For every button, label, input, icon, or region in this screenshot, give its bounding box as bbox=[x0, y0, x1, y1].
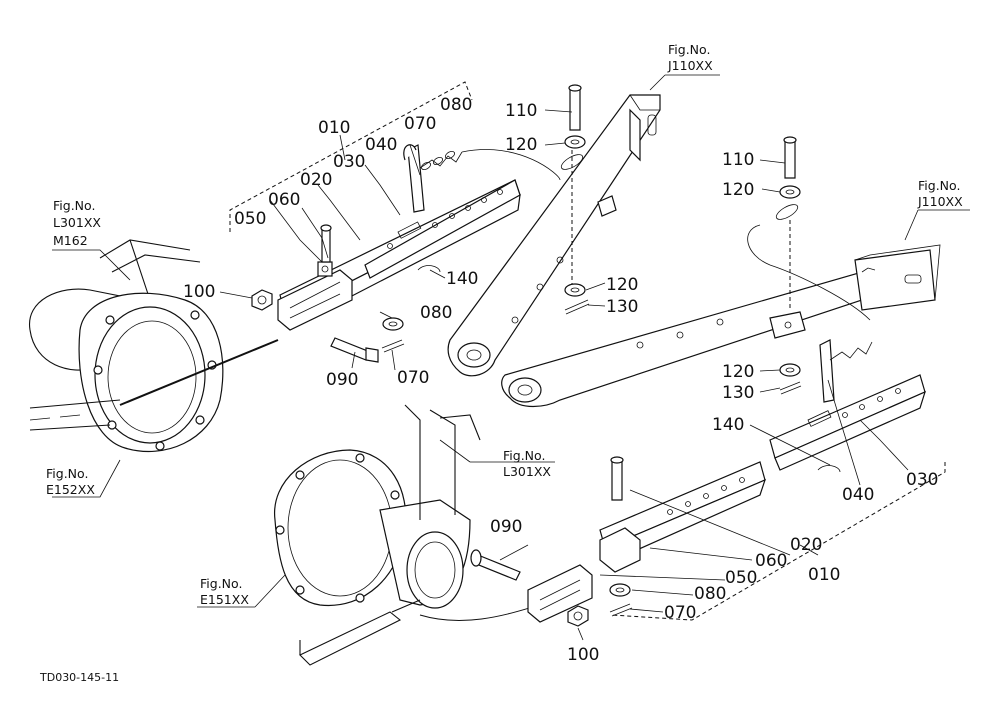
callout-010-lower: 010 bbox=[808, 565, 840, 585]
fig-ref-e152-line1: Fig.No. bbox=[46, 466, 88, 481]
callout-110-right: 110 bbox=[722, 150, 754, 170]
drawbar-assembly-lower bbox=[470, 456, 766, 627]
callout-020-lower: 020 bbox=[790, 535, 822, 555]
fig-ref-j110-top-line1: Fig.No. bbox=[668, 42, 710, 57]
left-axle-housing-upper bbox=[29, 239, 279, 452]
callout-130-center: 130 bbox=[606, 297, 638, 317]
callout-080-upper-b: 080 bbox=[420, 303, 452, 323]
callout-010-upper: 010 bbox=[318, 118, 350, 138]
fig-ref-l301-left-line1: Fig.No. bbox=[53, 198, 95, 213]
fig-ref-j110-right-line1: Fig.No. bbox=[918, 178, 960, 193]
callout-120-right-b: 120 bbox=[722, 362, 754, 382]
fig-ref-l301-left-line3: M162 bbox=[53, 233, 88, 248]
callout-120-right-a: 120 bbox=[722, 180, 754, 200]
fig-ref-l301-mid-line1: Fig.No. bbox=[503, 448, 545, 463]
callout-140-right: 140 bbox=[712, 415, 744, 435]
callout-060-upper: 060 bbox=[268, 190, 300, 210]
callout-120-center-a: 120 bbox=[505, 135, 537, 155]
lower-axle-housing bbox=[274, 404, 541, 666]
callout-070-lower: 070 bbox=[664, 603, 696, 623]
fig-ref-l301-left-line2: L301XX bbox=[53, 215, 101, 230]
fig-ref-l301-mid-line2: L301XX bbox=[503, 464, 551, 479]
lower-link-left bbox=[447, 94, 661, 377]
callout-030-right: 030 bbox=[906, 470, 938, 490]
callout-140-upper: 140 bbox=[446, 269, 478, 289]
callout-050-upper: 050 bbox=[234, 209, 266, 229]
callout-060-lower: 060 bbox=[755, 551, 787, 571]
callout-090-lower: 090 bbox=[490, 517, 522, 537]
fig-ref-j110-top-line2: J110XX bbox=[667, 58, 713, 73]
callout-090-upper: 090 bbox=[326, 370, 358, 390]
callout-040-upper: 040 bbox=[365, 135, 397, 155]
group-box-upper bbox=[229, 81, 473, 232]
callout-040-right: 040 bbox=[842, 485, 874, 505]
callout-070-upper-a: 070 bbox=[404, 114, 436, 134]
callout-050-lower: 050 bbox=[725, 568, 757, 588]
group-box-lower bbox=[611, 462, 946, 621]
fig-ref-e152-line2: E152XX bbox=[46, 482, 95, 497]
leader-lines bbox=[52, 74, 970, 641]
callout-080-lower: 080 bbox=[694, 584, 726, 604]
callout-120-center-b: 120 bbox=[606, 275, 638, 295]
fig-ref-e151-line1: Fig.No. bbox=[200, 576, 242, 591]
callout-100-lower: 100 bbox=[567, 645, 599, 665]
callout-030-upper: 030 bbox=[333, 152, 365, 172]
drawbar-assembly-right bbox=[769, 339, 926, 473]
callout-080-upper-a: 080 bbox=[440, 95, 472, 115]
drawbar-assembly-upper-left bbox=[251, 144, 561, 363]
callout-020-upper: 020 bbox=[300, 170, 332, 190]
callout-100-upper: 100 bbox=[183, 282, 215, 302]
fig-ref-e151-line2: E151XX bbox=[200, 592, 249, 607]
lower-link-right bbox=[501, 244, 941, 408]
pin-and-washers-right bbox=[747, 136, 871, 395]
drawing-code: TD030-145-11 bbox=[39, 671, 119, 684]
callout-070-upper-b: 070 bbox=[397, 368, 429, 388]
callout-130-right: 130 bbox=[722, 383, 754, 403]
pin-and-washers-upper-center bbox=[560, 84, 590, 315]
fig-ref-j110-right-line2: J110XX bbox=[917, 194, 963, 209]
callout-110-center: 110 bbox=[505, 101, 537, 121]
